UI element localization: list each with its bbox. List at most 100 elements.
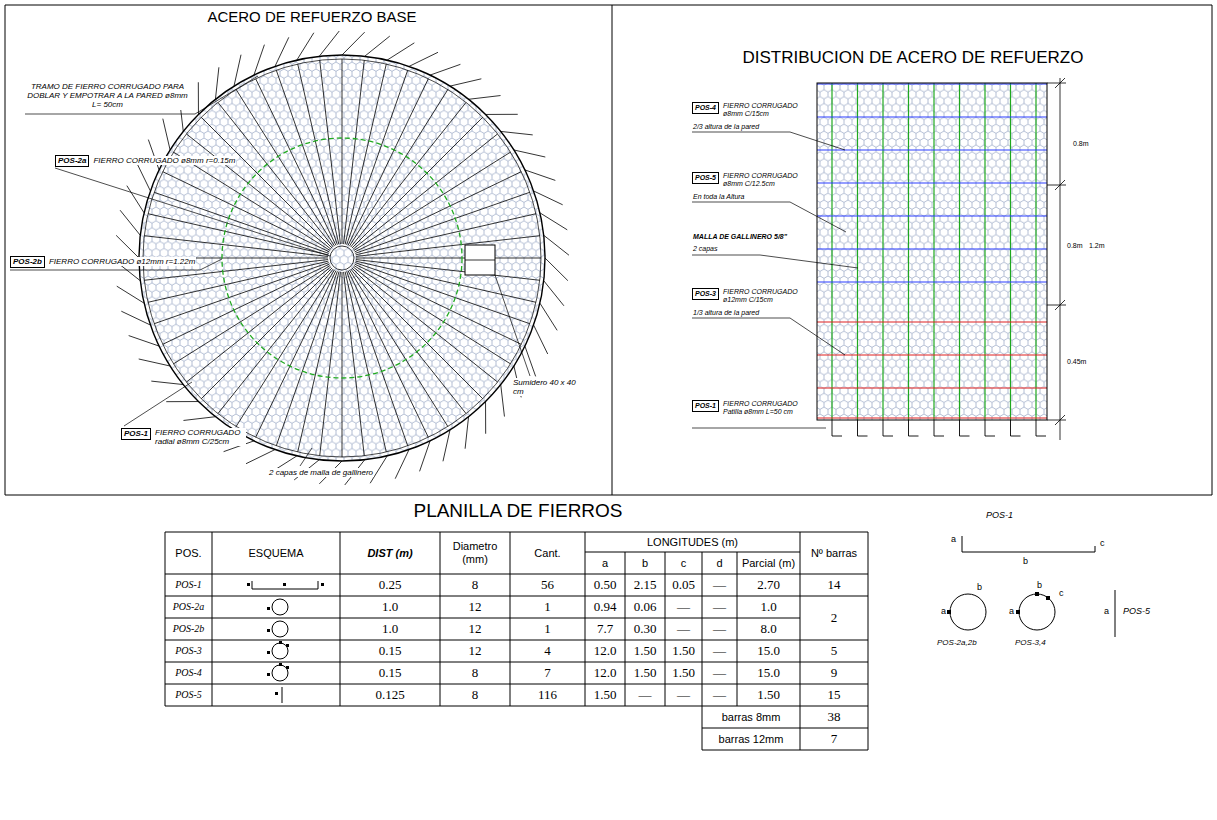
bar-end-mark xyxy=(247,583,250,586)
anchor-bar xyxy=(420,441,430,471)
table-rule xyxy=(702,552,703,750)
table-rule xyxy=(702,728,868,729)
radial-bar xyxy=(355,263,530,324)
table-cell: 12.0 xyxy=(585,640,625,662)
anchor-bar xyxy=(534,191,563,205)
sump-line xyxy=(465,260,495,261)
anchor-bar xyxy=(127,186,144,213)
table-header: d xyxy=(702,552,737,574)
vertical-bar xyxy=(1035,83,1036,420)
footing-hook xyxy=(883,420,893,436)
callout-note: En toda la Altura xyxy=(692,193,746,201)
footing-hook xyxy=(832,420,842,436)
horizontal-bar-12mm xyxy=(817,387,1047,388)
leader-line xyxy=(124,382,192,426)
table-header: a xyxy=(585,552,625,574)
schematic-label: POS-5 xyxy=(1122,606,1151,616)
table-cell: — xyxy=(702,574,737,596)
anchor-bar xyxy=(534,325,548,354)
radial-bar xyxy=(298,64,339,244)
anchor-bar xyxy=(469,96,501,100)
radial-bar xyxy=(356,261,536,302)
radial-bar xyxy=(353,134,498,249)
schematic-label: a xyxy=(1103,606,1110,616)
vertical-bar xyxy=(984,83,985,420)
table-rule xyxy=(165,532,868,533)
vertical-bar xyxy=(933,83,934,420)
horizontal-bar-8mm xyxy=(817,215,1047,216)
radial-bar xyxy=(276,70,337,245)
table-cell: 1.50 xyxy=(625,640,665,662)
radial-bar xyxy=(298,272,339,452)
table-cell: 15.0 xyxy=(737,640,800,662)
shape-icon xyxy=(272,621,288,637)
bar-end-mark xyxy=(275,692,278,695)
shape-icon xyxy=(282,687,283,703)
table-cell: 7 xyxy=(510,662,585,684)
anchor-bar xyxy=(121,311,150,325)
radial-bar xyxy=(344,272,365,456)
anchor-bar xyxy=(365,36,390,56)
table-cell: POS-5 xyxy=(165,684,212,706)
table-cell: 2 xyxy=(800,596,868,640)
schematic-label: POS-2a,2b xyxy=(936,638,978,647)
radial-bar xyxy=(342,59,343,244)
dimension-label: 0.8m xyxy=(1072,140,1090,148)
bar-shape-pos1 xyxy=(962,536,1095,552)
shape-icon xyxy=(272,599,288,615)
table-cell: 1.50 xyxy=(737,684,800,706)
table-cell: 0.125 xyxy=(340,684,440,706)
table-cell: 1.50 xyxy=(625,662,665,684)
leader-line xyxy=(25,76,258,114)
table-cell: 12.0 xyxy=(585,662,625,684)
panel-title: ACERO DE REFUERZO BASE xyxy=(162,8,462,25)
footing-hook xyxy=(960,420,970,436)
table-cell: POS-4 xyxy=(165,662,212,684)
table-cell: 0.15 xyxy=(340,662,440,684)
anchor-bar xyxy=(275,37,289,66)
bar-end-marks xyxy=(947,592,1050,614)
table-rule xyxy=(165,532,166,706)
radial-bar xyxy=(352,117,483,248)
table-cell: 7.7 xyxy=(585,618,625,640)
radial-bar xyxy=(320,272,341,456)
table-header: ESQUEMA xyxy=(212,532,340,574)
radial-bar xyxy=(276,271,337,446)
anchor-bar xyxy=(540,213,567,230)
table-rule xyxy=(212,532,213,706)
anchor-bar xyxy=(501,385,505,417)
table-cell: 12 xyxy=(440,596,510,618)
radial-bar xyxy=(154,263,329,324)
radial-bar xyxy=(345,64,386,244)
radial-bar xyxy=(186,267,331,382)
table-rule xyxy=(702,750,868,751)
table-cell: 8.0 xyxy=(737,618,800,640)
anchor-bar xyxy=(319,31,339,56)
panel-border xyxy=(5,5,1212,495)
schematic-label: POS-3,4 xyxy=(1014,638,1047,647)
dimension-tick xyxy=(1055,78,1065,425)
pos-tag: POS-2a xyxy=(55,155,89,167)
table-rule xyxy=(440,532,441,706)
bar-shape-ring xyxy=(950,594,986,630)
anchor-bar xyxy=(198,82,199,114)
table-cell: 5 xyxy=(800,640,868,662)
radial-bar xyxy=(355,192,530,253)
anchor-bar xyxy=(430,64,460,75)
radial-bar xyxy=(256,271,336,438)
radial-bar xyxy=(201,117,332,248)
radial-bar xyxy=(201,268,332,399)
radial-bar xyxy=(236,90,334,247)
horizontal-bar-8mm xyxy=(817,248,1047,249)
anchor-bar xyxy=(443,430,450,461)
bar-end-mark xyxy=(279,641,282,644)
table-rule xyxy=(165,706,868,707)
callout-note: Sumidero 40 x 40 cm xyxy=(512,378,582,396)
extension-line xyxy=(1047,83,1066,420)
table-rule xyxy=(868,532,869,750)
table-cell: 0.94 xyxy=(585,596,625,618)
anchor-bar xyxy=(129,336,159,346)
table-header: c xyxy=(665,552,702,574)
anchor-bar xyxy=(544,235,569,255)
table-cell: barras 12mm xyxy=(702,728,800,750)
